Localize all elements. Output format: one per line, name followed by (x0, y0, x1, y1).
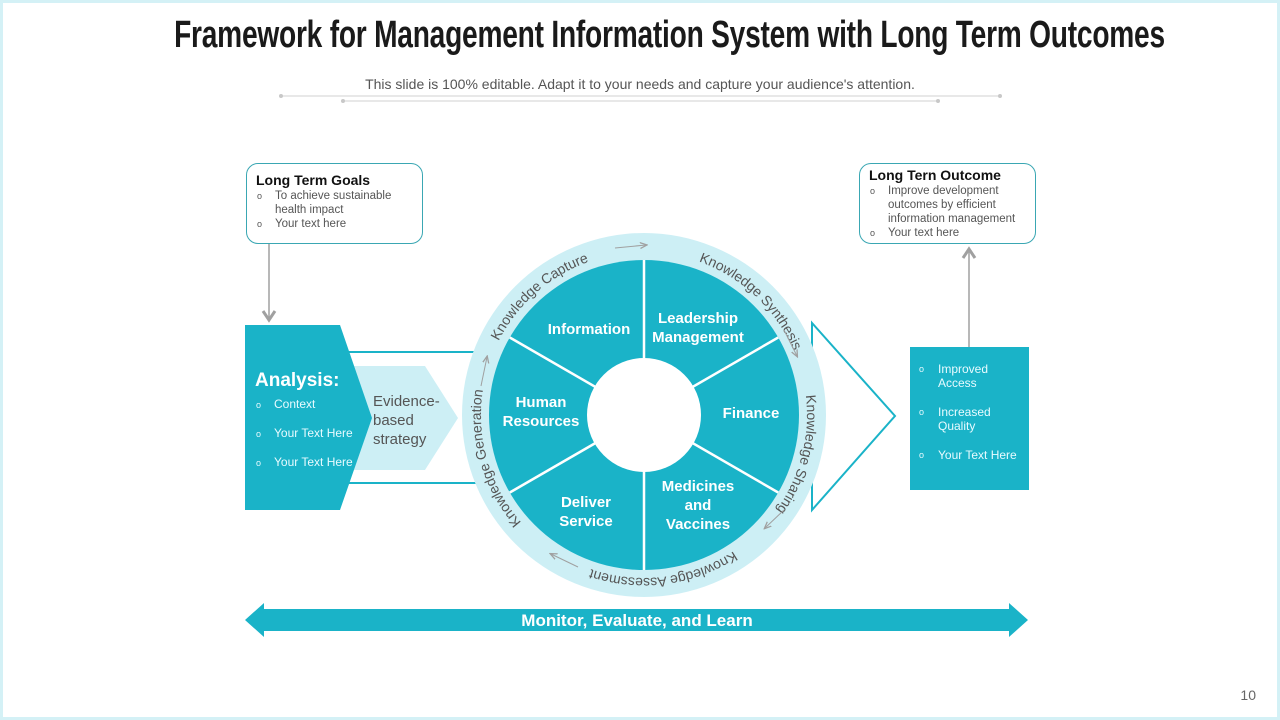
analysis-item: Your Text Here (274, 455, 353, 469)
slide-subtitle: This slide is 100% editable. Adapt it to… (365, 76, 915, 92)
sector-information: Information (548, 321, 631, 338)
evidence-line: Evidence- (373, 393, 440, 410)
long-term-goals-box: Long Term Goals To achieve sustainable h… (246, 163, 423, 244)
sector-finance: Finance (723, 405, 780, 422)
slide-title: Framework for Management Information Sys… (0, 14, 1280, 57)
results-list-wrap: Improved Access Increased Quality Your T… (910, 362, 1020, 462)
sector-human: Resources (503, 413, 580, 430)
ring-arrows (480, 245, 797, 568)
sector-leadership: Leadership (658, 310, 738, 327)
sector-medicines: Vaccines (666, 516, 730, 533)
sector-leadership: Management (652, 329, 744, 346)
outcome-item: Your text here (869, 226, 1026, 240)
goals-item: Your text here (256, 217, 413, 231)
wheel-center (587, 358, 701, 472)
monitor-label: Monitor, Evaluate, and Learn (521, 611, 752, 630)
evidence-line: based (373, 412, 414, 429)
svg-text:o: o (256, 400, 261, 410)
monitor-double-arrow (245, 603, 1028, 637)
evidence-line: strategy (373, 431, 427, 448)
goals-item: To achieve sustainable health impact (256, 189, 413, 217)
sector-medicines: and (685, 497, 712, 514)
evidence-chevron (340, 366, 458, 470)
title-text: Framework for Management Information Sys… (174, 14, 1165, 56)
analysis-item: Your Text Here (274, 426, 353, 440)
sector-medicines: Medicines (662, 478, 735, 495)
sector-human: Human (516, 394, 567, 411)
svg-text:o: o (256, 458, 261, 468)
analysis-title: Analysis: (255, 370, 339, 391)
sector-deliver: Service (559, 513, 612, 530)
page-number: 10 (1240, 687, 1256, 703)
outcome-title: Long Tern Outcome (869, 167, 1001, 183)
outcome-item: Improve development outcomes by efficien… (869, 184, 1026, 226)
result-item: Your Text Here (910, 448, 1020, 462)
down-arrow-head-icon (261, 310, 277, 323)
analysis-shape (245, 325, 372, 510)
goals-title: Long Term Goals (256, 172, 371, 188)
evidence-text: Evidence- based strategy (373, 393, 440, 448)
analysis-item: Context (274, 397, 316, 411)
subtitle-divider (279, 94, 1002, 103)
up-arrow-head-icon (961, 246, 977, 259)
sector-deliver: Deliver (561, 494, 611, 511)
result-item: Increased Quality (910, 405, 1020, 433)
svg-text:o: o (256, 429, 261, 439)
long-term-outcome-box: Long Tern Outcome Improve development ou… (859, 163, 1036, 244)
result-item: Improved Access (910, 362, 1020, 390)
